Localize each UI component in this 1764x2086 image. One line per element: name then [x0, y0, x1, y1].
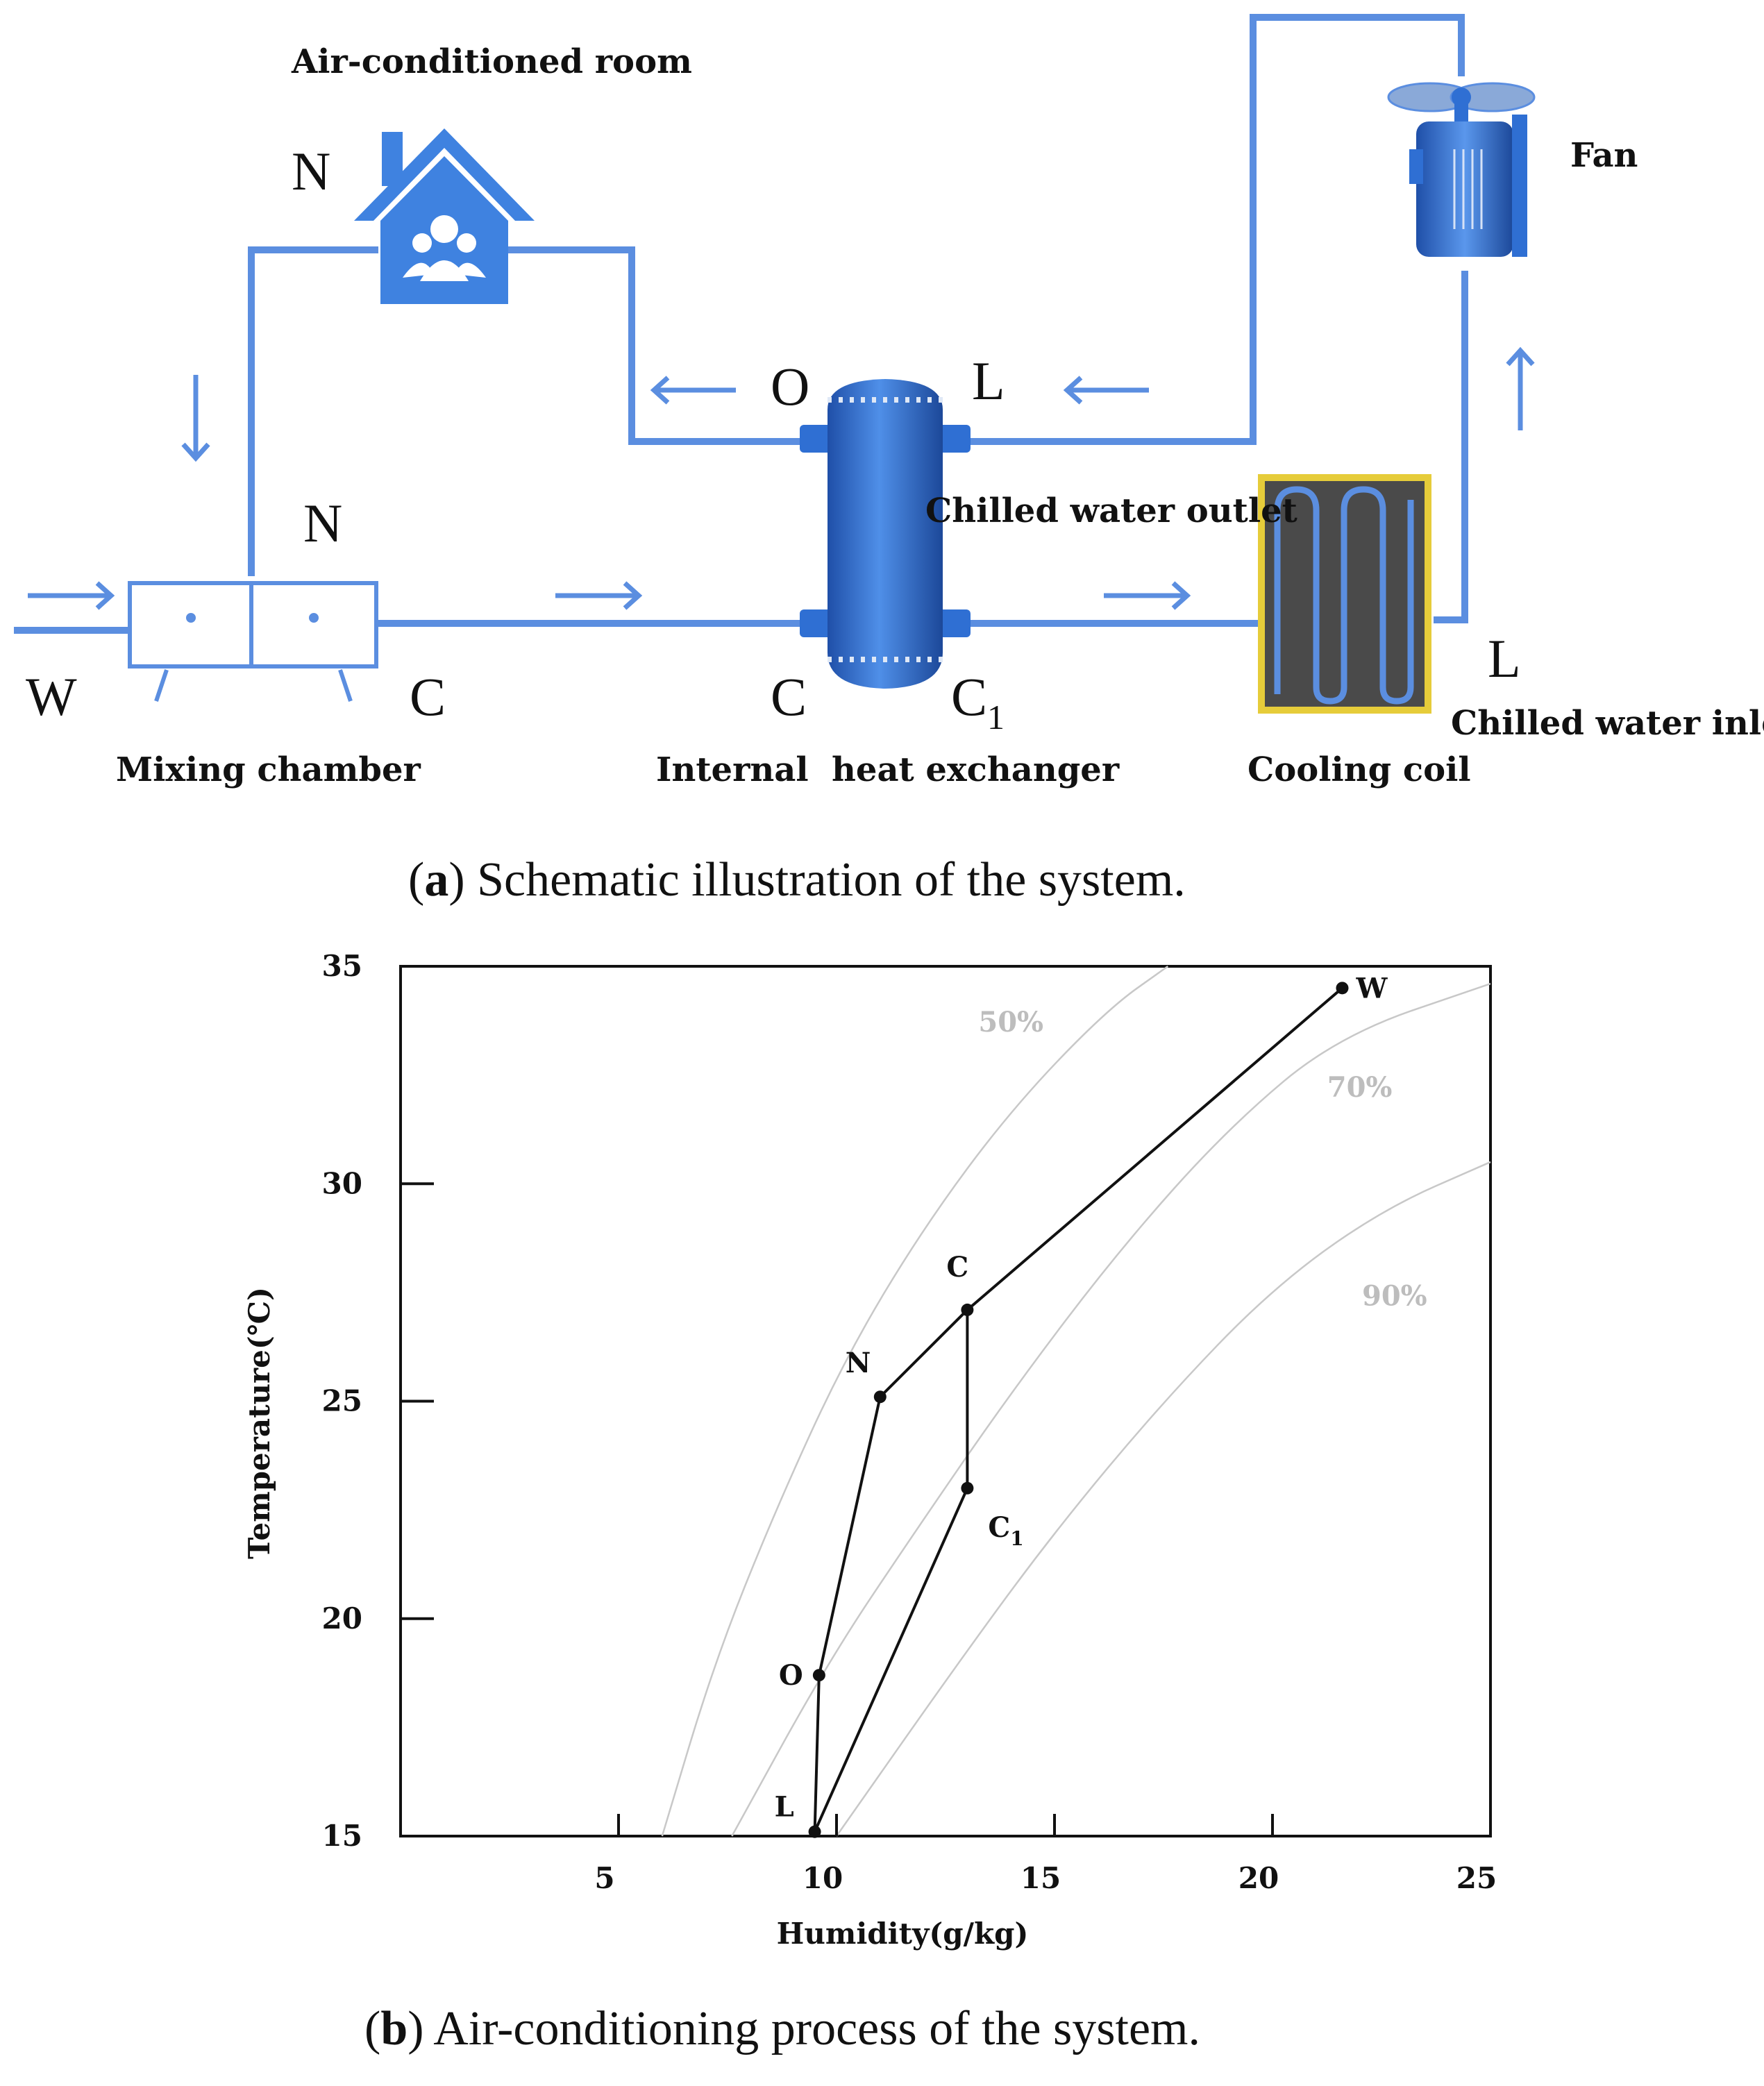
rh-curve-2 [835, 1161, 1491, 1837]
rh-curve-0 [661, 965, 1169, 1837]
rh-curve-1 [731, 982, 1491, 1837]
arrow-inlet [28, 581, 115, 610]
arrow-to-hx [555, 581, 643, 610]
x-axis-label: Humidity(g/kg) [777, 1917, 1029, 1951]
process-path [813, 986, 1343, 1833]
fan-icon [1387, 82, 1536, 257]
point-label-o: O [779, 1659, 803, 1692]
chart-panel: 50% 70% 90% 5 10 15 20 25 15 20 25 30 35 W C N C1O L Hu… [242, 949, 1497, 2055]
rh-label-0: 50% [978, 1006, 1043, 1038]
state-c-mix: C [410, 666, 446, 727]
arrow-up-fan [1506, 346, 1535, 430]
axis-ticks: 5 10 15 20 25 15 20 25 30 35 [322, 949, 1497, 1895]
y-tick-label-2: 25 [322, 1384, 362, 1418]
point-label-w: W [1355, 972, 1388, 1004]
rh-curves: 50% 70% 90% [661, 965, 1491, 1837]
arrow-left-l [1063, 376, 1149, 405]
point-label-n: N [846, 1347, 871, 1379]
pipes [14, 14, 1468, 634]
caption-b: (b) Air-conditioning process of the syst… [364, 2002, 1200, 2055]
arrow-down-return [181, 375, 210, 462]
state-o: O [771, 356, 809, 417]
x-tick-label-0: 5 [594, 1861, 614, 1895]
heat-exchanger-label: Internal heat exchanger [656, 750, 1120, 789]
room-label: Air-conditioned room [291, 42, 692, 81]
x-tick-label-3: 20 [1238, 1861, 1279, 1895]
arrow-left-o [650, 376, 736, 405]
state-l-top: L [972, 351, 1005, 411]
pipe-room-supply [500, 246, 816, 445]
state-w: W [26, 666, 77, 727]
state-n-mix: N [303, 493, 342, 553]
y-axis-label: Temperature(℃) [242, 1287, 276, 1559]
cooling-coil-icon [1258, 474, 1431, 714]
fan-label: Fan [1570, 136, 1638, 175]
pipe-hx-to-fan [955, 14, 1465, 445]
x-tick-label-2: 15 [1020, 1861, 1061, 1895]
point-n [873, 1390, 887, 1404]
process-points: W C N C1O L [775, 972, 1388, 1838]
room-house-icon [354, 128, 535, 304]
point-label-l: L [775, 1791, 794, 1824]
x-tick-label-1: 10 [803, 1861, 843, 1895]
state-n-room: N [292, 141, 330, 201]
process-polyline [813, 986, 1343, 1833]
heat-exchanger-icon [800, 379, 971, 689]
point-o [812, 1669, 825, 1682]
mixing-chamber-label: Mixing chamber [116, 750, 421, 789]
schematic-panel: Air-conditioned room Fan Chilled water o… [14, 14, 1764, 907]
y-tick-label-0: 15 [322, 1819, 362, 1853]
cooling-coil-label: Cooling coil [1248, 750, 1471, 789]
point-l [808, 1825, 821, 1838]
state-c-hx: C [771, 666, 807, 727]
point-c1 [961, 1481, 974, 1495]
mixing-chamber-icon [128, 581, 378, 702]
arrow-to-coil [1104, 581, 1191, 610]
rh-label-2: 90% [1362, 1280, 1427, 1313]
point-w [1336, 982, 1349, 995]
y-tick-label-4: 35 [322, 949, 362, 983]
flow-arrows [28, 346, 1535, 610]
point-c [961, 1303, 974, 1316]
state-c1: C1 [951, 666, 1005, 737]
point-label-c: C [946, 1251, 968, 1284]
pipe-room-return [248, 246, 378, 576]
chilled-water-outlet-label: Chilled water outlet [925, 491, 1297, 530]
x-tick-label-4: 25 [1456, 1861, 1497, 1895]
state-l-coil: L [1488, 628, 1521, 689]
y-tick-label-1: 20 [322, 1601, 362, 1635]
people-icon [403, 215, 486, 281]
y-tick-label-3: 30 [322, 1166, 362, 1200]
pipe-coil-to-fan [1434, 271, 1468, 623]
chilled-water-inlet-label: Chilled water inlet [1451, 704, 1764, 743]
rh-label-1: 70% [1327, 1071, 1393, 1104]
point-label-c1: C1 [988, 1511, 1023, 1550]
caption-a: (a) Schematic illustration of the system… [408, 853, 1186, 907]
